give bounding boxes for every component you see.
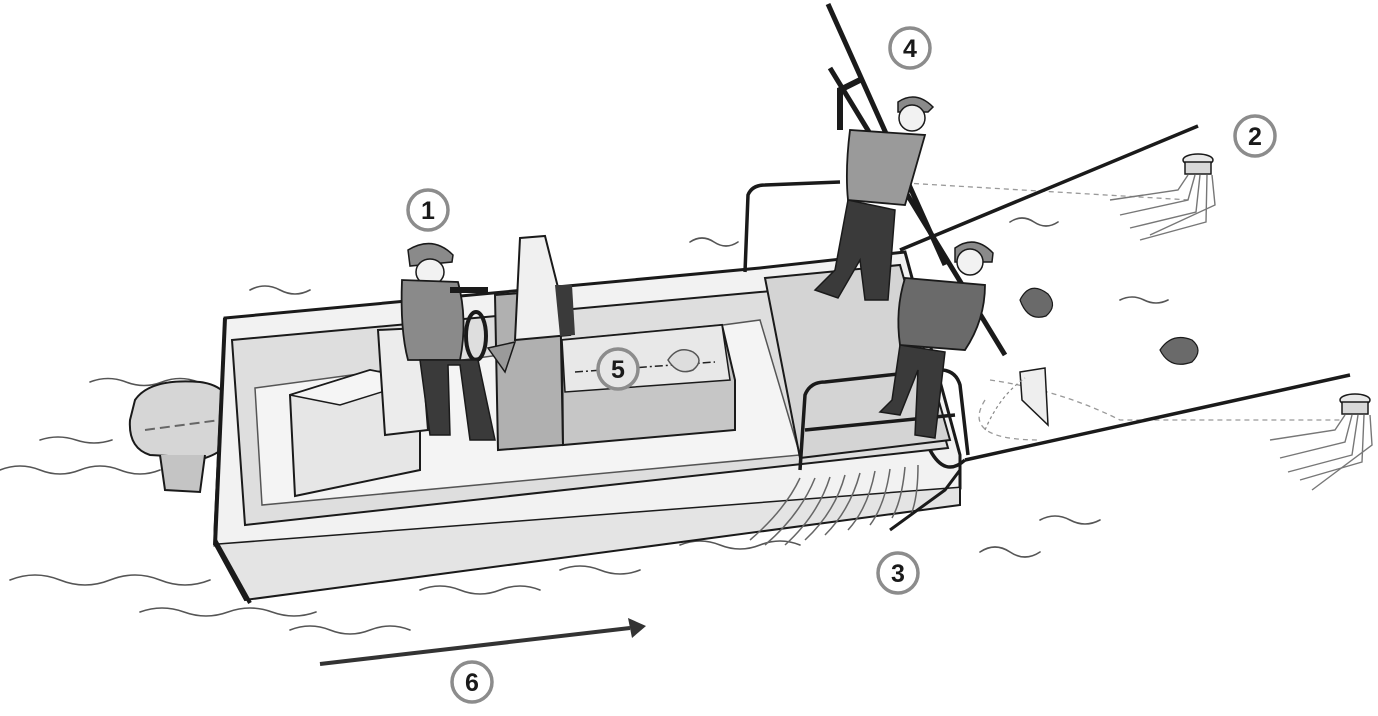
electrode-booms bbox=[899, 124, 1351, 462]
electrode-array-lower bbox=[1269, 393, 1373, 491]
svg-text:4: 4 bbox=[903, 35, 917, 63]
netter-with-pole bbox=[813, 2, 1008, 357]
svg-text:2: 2 bbox=[1248, 123, 1262, 151]
seat-box bbox=[288, 326, 430, 498]
electrode-array-upper bbox=[1109, 153, 1216, 241]
water-waves bbox=[0, 217, 1169, 635]
callout-4: 4 bbox=[888, 26, 932, 70]
callout-3: 3 bbox=[876, 551, 920, 595]
cathode-cables bbox=[749, 464, 919, 546]
svg-text:1: 1 bbox=[421, 197, 435, 225]
boat-driver bbox=[400, 242, 517, 441]
svg-text:5: 5 bbox=[611, 356, 625, 384]
callout-5: 5 bbox=[596, 347, 640, 391]
electric-field-lines bbox=[904, 182, 1340, 441]
callout-1: 1 bbox=[406, 188, 450, 232]
callout-6: 6 bbox=[450, 660, 494, 704]
live-well-tank bbox=[560, 323, 736, 447]
outboard-motor bbox=[128, 380, 237, 494]
svg-text:6: 6 bbox=[465, 669, 479, 697]
callout-2: 2 bbox=[1233, 114, 1277, 158]
netter-with-dipnet bbox=[878, 241, 1049, 439]
fish-stunned bbox=[1019, 287, 1199, 365]
svg-text:3: 3 bbox=[891, 560, 905, 588]
travel-direction-arrow bbox=[319, 618, 646, 666]
